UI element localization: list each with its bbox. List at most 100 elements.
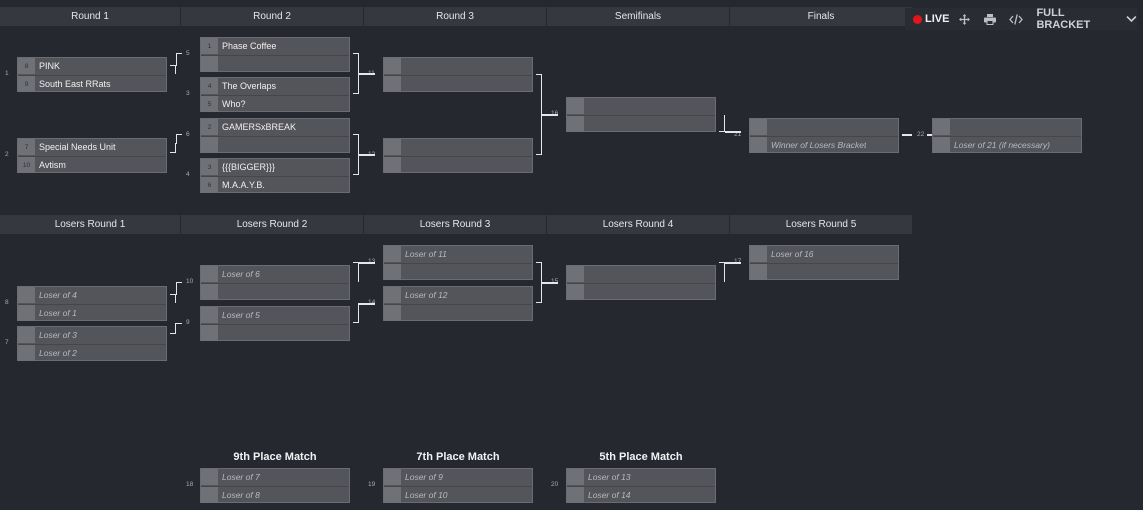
match-number: 15 [551,278,558,285]
seed-number [384,246,401,262]
match-slot[interactable]: Loser of 5 [201,307,349,323]
match-slot[interactable] [201,324,349,341]
seed-number [201,469,218,485]
embed-code-icon[interactable] [1009,13,1024,25]
match-22[interactable]: Loser of 21 (if necessary) [932,118,1082,153]
match-slot[interactable] [201,55,349,72]
match-number: 7 [5,339,9,346]
match-17[interactable]: Loser of 16 [749,245,899,280]
seed-number: 9 [18,76,35,92]
match-slot[interactable] [750,263,898,280]
match-slot[interactable] [384,156,532,173]
match-slot[interactable] [201,283,349,300]
match-slot[interactable]: Loser of 6 [201,266,349,282]
match-16[interactable] [566,97,716,132]
match-slot[interactable]: Loser of 1 [18,304,166,321]
seed-number [567,116,584,132]
live-button[interactable]: LIVE [913,13,949,25]
match-10[interactable]: Loser of 6 [200,265,350,300]
match-9[interactable]: Loser of 5 [200,306,350,341]
match-slot[interactable]: Loser of 16 [750,246,898,262]
match-slot[interactable] [567,283,715,300]
match-slot[interactable]: Loser of 14 [567,486,715,503]
connector [176,282,182,295]
match-15[interactable] [566,265,716,300]
match-slot[interactable] [384,304,532,321]
match-slot[interactable] [384,58,532,74]
move-icon[interactable] [959,13,971,25]
seed-number [567,469,584,485]
match-number: 13 [368,258,375,265]
match-slot[interactable] [567,115,715,132]
full-bracket-label: FULL BRACKET [1036,7,1091,31]
placeholder-label: Loser of 9 [405,472,443,482]
match-slot[interactable]: Loser of 12 [384,287,532,303]
connector [536,74,542,155]
connector [353,134,359,175]
match-slot[interactable] [567,98,715,114]
match-slot[interactable]: Loser of 3 [18,327,166,343]
placeholder-label: Loser of 16 [771,249,814,259]
match-12[interactable] [383,138,533,173]
match-slot[interactable] [384,263,532,280]
match-slot[interactable]: Loser of 11 [384,246,532,262]
seed-number [384,157,401,173]
match-21[interactable]: Winner of Losers Bracket [749,118,899,153]
seed-number [201,137,218,153]
match-number: 20 [551,481,559,488]
seed-number [201,307,218,323]
match-slot[interactable]: 3{{{BIGGER}}} [201,159,349,175]
match-11[interactable] [383,57,533,92]
match-slot[interactable] [933,119,1081,135]
seed-number [18,345,35,361]
seed-number: 6 [201,177,218,193]
match-slot[interactable] [567,266,715,282]
seed-number: 2 [201,119,218,135]
seed-number [384,305,401,321]
match-slot[interactable] [201,136,349,153]
match-slot[interactable] [750,119,898,135]
match-slot[interactable]: Loser of 8 [201,486,349,503]
placeholder-label: Loser of 21 (if necessary) [954,140,1050,150]
match-slot[interactable] [384,139,532,155]
match-19[interactable]: Loser of 9 Loser of 10 [383,468,533,503]
match-slot[interactable]: Loser of 2 [18,344,166,361]
match-slot[interactable]: Loser of 4 [18,287,166,303]
connector [170,65,176,74]
connector [719,262,725,282]
title-9th-place-match: 9th Place Match [233,451,317,463]
live-label: LIVE [925,13,950,25]
match-13[interactable]: Loser of 11 [383,245,533,280]
match-slot[interactable]: Loser of 21 (if necessary) [933,136,1081,153]
match-slot[interactable]: Winner of Losers Bracket [750,136,898,153]
match-slot[interactable]: Loser of 13 [567,469,715,485]
match-14[interactable]: Loser of 12 [383,286,533,321]
connector [359,73,375,75]
seed-number [18,287,35,303]
match-slot[interactable]: Loser of 9 [384,469,532,485]
full-bracket-dropdown[interactable]: FULL BRACKET [1036,7,1137,31]
match-slot[interactable] [384,75,532,92]
match-slot[interactable]: Loser of 10 [384,486,532,503]
print-icon[interactable] [984,13,997,25]
match-slot[interactable]: Loser of 7 [201,469,349,485]
